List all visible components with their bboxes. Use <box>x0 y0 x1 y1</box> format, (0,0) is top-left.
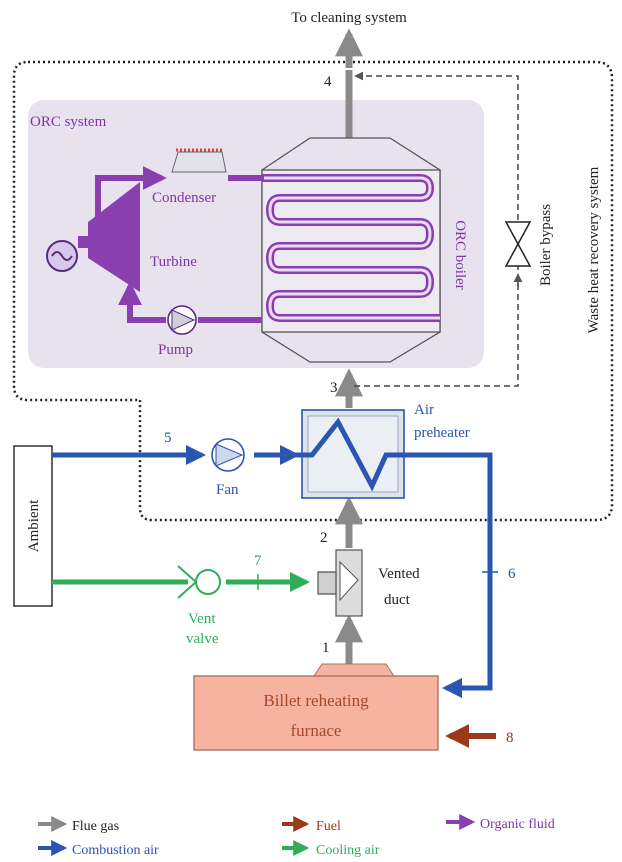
ambient-label: Ambient <box>26 499 42 552</box>
boiler-bypass-label: Boiler bypass <box>538 204 554 286</box>
vented-duct-label-2: duct <box>384 592 411 608</box>
state-point-4: 4 <box>324 74 332 90</box>
pump-icon <box>167 305 197 335</box>
pump-label: Pump <box>158 342 193 358</box>
fan-icon <box>211 438 245 472</box>
legend-combustion-air-label: Combustion air <box>72 843 159 858</box>
boiler-bypass-line <box>354 71 519 387</box>
condenser-label: Condenser <box>152 190 216 206</box>
bypass-valve-icon <box>504 221 532 267</box>
state-point-8: 8 <box>506 730 514 746</box>
vent-valve-label-2: valve <box>186 631 219 647</box>
air-preheater-label-2: preheater <box>414 425 470 441</box>
whr-boundary <box>12 60 614 522</box>
state-point-5: 5 <box>164 430 172 446</box>
turbine-icon <box>46 182 140 292</box>
legend-fuel-label: Fuel <box>316 819 341 834</box>
orc-system-label: ORC system <box>30 114 107 130</box>
furnace-label-2: furnace <box>291 721 342 740</box>
state-point-2: 2 <box>320 530 328 546</box>
state-point-3: 3 <box>330 380 338 396</box>
vent-valve-icon <box>177 565 221 599</box>
legend-organic-fluid-label: Organic fluid <box>480 817 555 832</box>
turbine-label: Turbine <box>150 254 197 270</box>
to-cleaning-label: To cleaning system <box>291 10 407 26</box>
organic-fluid-to-condenser <box>95 166 167 222</box>
legend-flue-gas-label: Flue gas <box>72 819 119 834</box>
fan-label: Fan <box>216 482 239 498</box>
vented-duct-label-1: Vented <box>378 566 420 582</box>
state-point-1: 1 <box>322 640 330 656</box>
ambient-box <box>13 445 53 607</box>
orc-boiler-label: ORC boiler <box>452 220 468 290</box>
legend-cooling-air-label: Cooling air <box>316 843 380 858</box>
state-point-6: 6 <box>508 566 516 582</box>
whr-label: Waste heat recovery system <box>586 166 602 333</box>
orc-boiler <box>261 137 441 363</box>
air-preheater-label-1: Air <box>414 402 434 418</box>
billet-furnace <box>193 663 439 751</box>
vent-valve-label-1: Vent <box>188 611 216 627</box>
combustion-air-to-furnace <box>430 452 493 698</box>
condenser-icon <box>171 148 227 173</box>
air-preheater <box>295 409 430 499</box>
state-point-7: 7 <box>254 553 262 569</box>
organic-fluid-pump-to-turbine <box>118 281 166 323</box>
vented-duct-icon <box>317 549 363 617</box>
legend: Flue gas Fuel Organic fluid Combustion a… <box>38 814 555 858</box>
furnace-label-1: Billet reheating <box>263 691 369 710</box>
